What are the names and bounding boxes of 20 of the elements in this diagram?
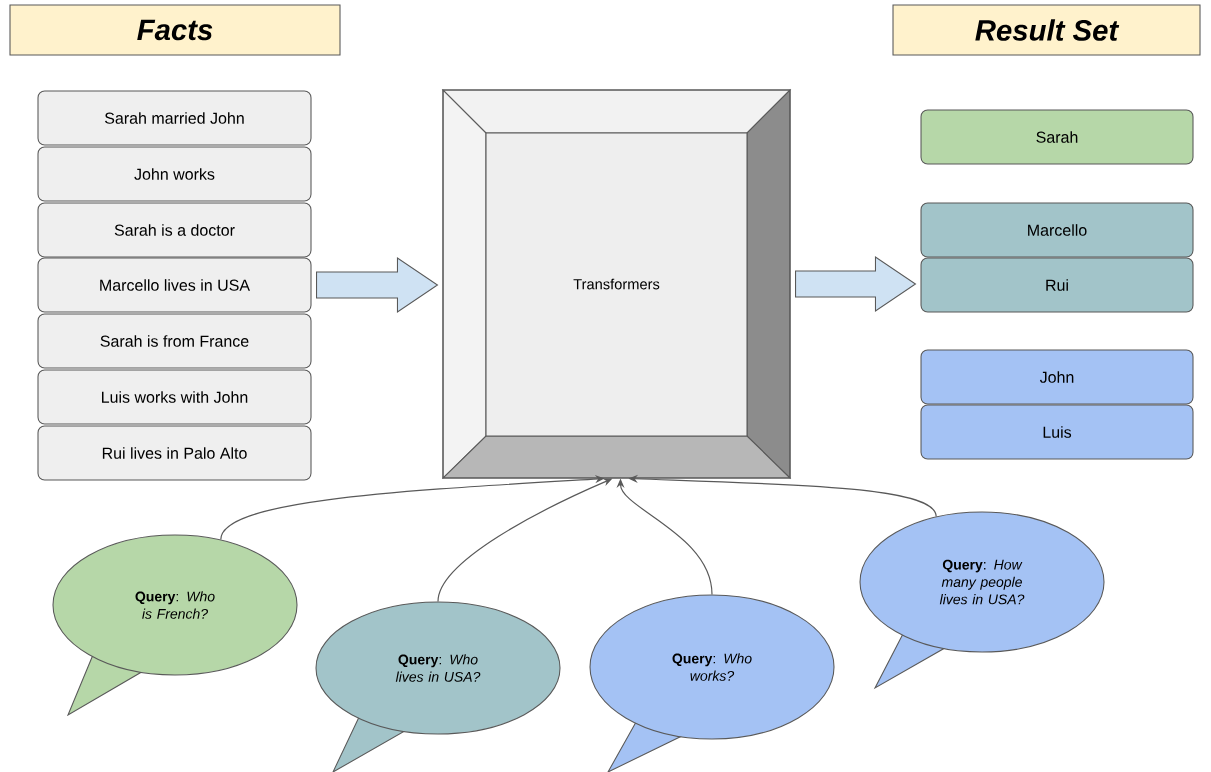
speech-bubble: Query: Who works? — [589, 594, 835, 772]
fact-box: Marcello lives in USA — [37, 257, 312, 313]
fact-box: Sarah is from France — [37, 313, 312, 369]
result-box: Marcello — [920, 202, 1194, 258]
heading-box: Facts — [9, 4, 341, 56]
block-arrow — [795, 256, 917, 312]
speech-bubble: Query: Who is French? — [52, 534, 298, 717]
fact-box: John works — [37, 146, 312, 202]
fact-box: Sarah married John — [37, 90, 312, 146]
result-box: Sarah — [920, 109, 1194, 165]
fact-box: Rui lives in Palo Alto — [37, 425, 312, 481]
result-box: Rui — [920, 257, 1194, 313]
fact-box: Luis works with John — [37, 369, 312, 425]
block-arrow — [316, 257, 439, 313]
speech-bubble: Query: Who lives in USA? — [315, 601, 561, 772]
result-box: John — [920, 349, 1194, 405]
heading-box: Result Set — [892, 4, 1201, 56]
speech-bubble: Query: How many people lives in USA? — [859, 511, 1105, 690]
fact-box: Sarah is a doctor — [37, 202, 312, 258]
result-box: Luis — [920, 404, 1194, 460]
